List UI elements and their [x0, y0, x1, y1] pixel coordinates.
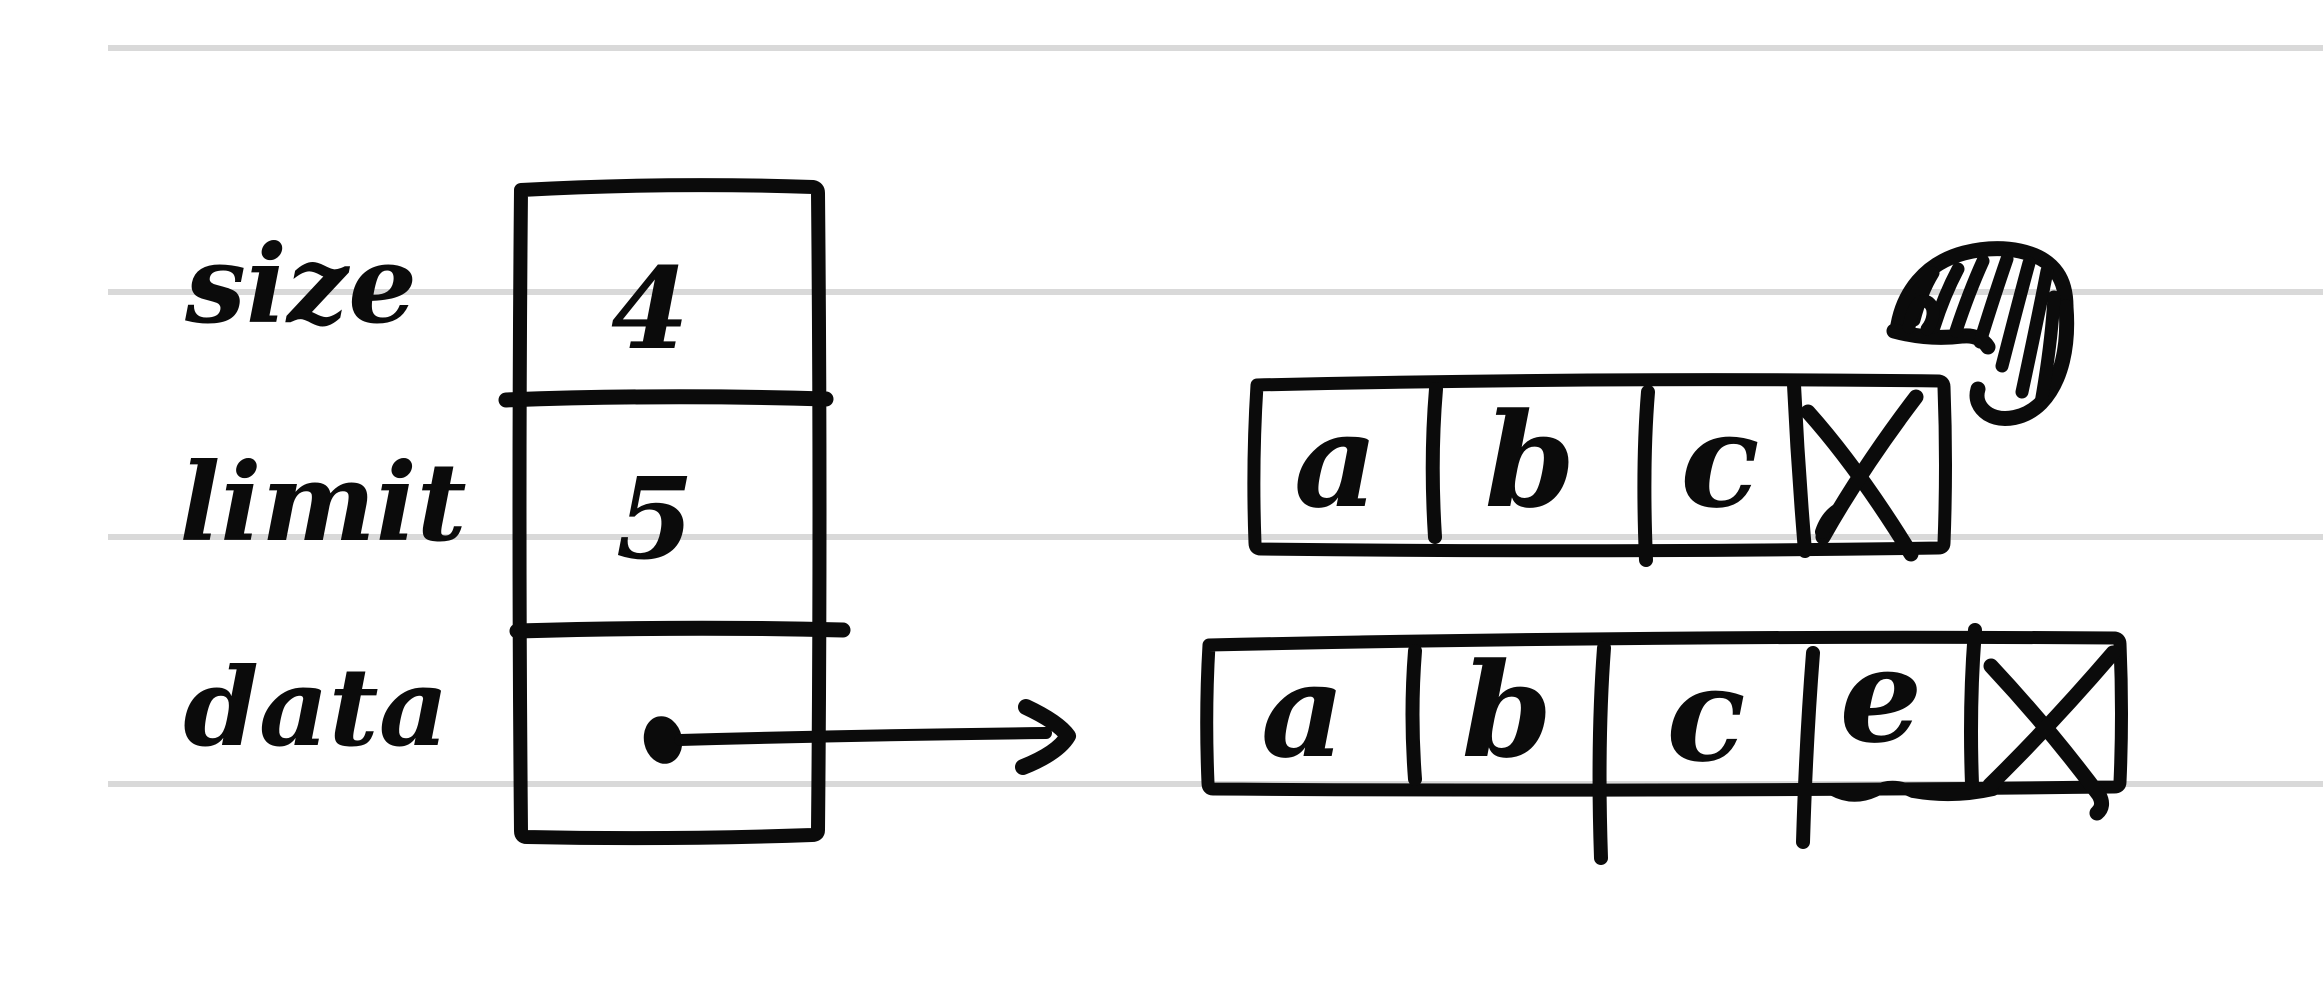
top-array-cell: c: [1680, 384, 1759, 537]
bottom-array-cell: e: [1840, 619, 1923, 772]
bottom-array-outline: [1200, 630, 2128, 797]
bottom-array-edge-retrace: [1827, 780, 1999, 802]
scribble-stroke: [1949, 254, 1990, 338]
bottom-array-box: [1200, 623, 2128, 865]
top-array-box: [1247, 373, 1952, 567]
scribble-stroke: [1889, 241, 2074, 339]
scribble-stroke: [2034, 290, 2061, 410]
scribble-blob: [1886, 241, 2075, 426]
bottom-array-cell: c: [1666, 638, 1745, 791]
struct-box: [498, 178, 851, 846]
bottom-array-cell: b: [1462, 634, 1553, 787]
struct-cell-divider: [498, 389, 834, 408]
struct-field-label-size: size: [184, 222, 417, 348]
scribble-stroke: [2015, 264, 2054, 399]
x-cross-stroke: [1982, 645, 2121, 793]
bottom-array-divider: [1405, 644, 1422, 786]
ink-strokes: [498, 178, 2128, 865]
pointer-arrow: [643, 699, 1076, 775]
top-array-divider: [1425, 382, 1443, 544]
struct-outline: [512, 178, 827, 846]
struct-field-label-data: data: [183, 645, 448, 771]
top-array-cell: a: [1294, 384, 1378, 537]
bottom-array-divider: [1796, 646, 1820, 849]
scribble-stroke: [1995, 256, 2036, 373]
scribble-stroke: [1969, 299, 2075, 426]
top-array-divider: [1637, 385, 1655, 567]
struct-cell-divider: [509, 620, 851, 639]
pointer-arrow-head: [1015, 699, 1076, 775]
x-cross-icon: [1982, 645, 2121, 821]
handwritten-text: size limit data 4 5 a b c a b c e: [179, 222, 1922, 791]
struct-field-label-limit: limit: [179, 440, 466, 566]
x-cross-stroke: [1983, 658, 2110, 821]
top-array-cell: b: [1485, 384, 1576, 537]
top-array-divider: [1787, 378, 1812, 558]
bottom-array-cell: a: [1261, 634, 1345, 787]
pointer-dot: [643, 716, 683, 764]
bottom-array-divider: [1964, 623, 1982, 791]
x-cross-icon: [1800, 389, 1924, 562]
pointer-arrow-shaft: [674, 727, 1052, 746]
x-cross-stroke: [1815, 503, 1845, 539]
scribble-stroke: [1902, 294, 1940, 336]
struct-field-value-limit: 5: [616, 454, 694, 585]
struct-field-value-size: 4: [611, 244, 689, 375]
top-array-outline: [1247, 373, 1952, 558]
bottom-array-divider: [1592, 641, 1611, 865]
scribble-stroke: [1973, 252, 2014, 349]
